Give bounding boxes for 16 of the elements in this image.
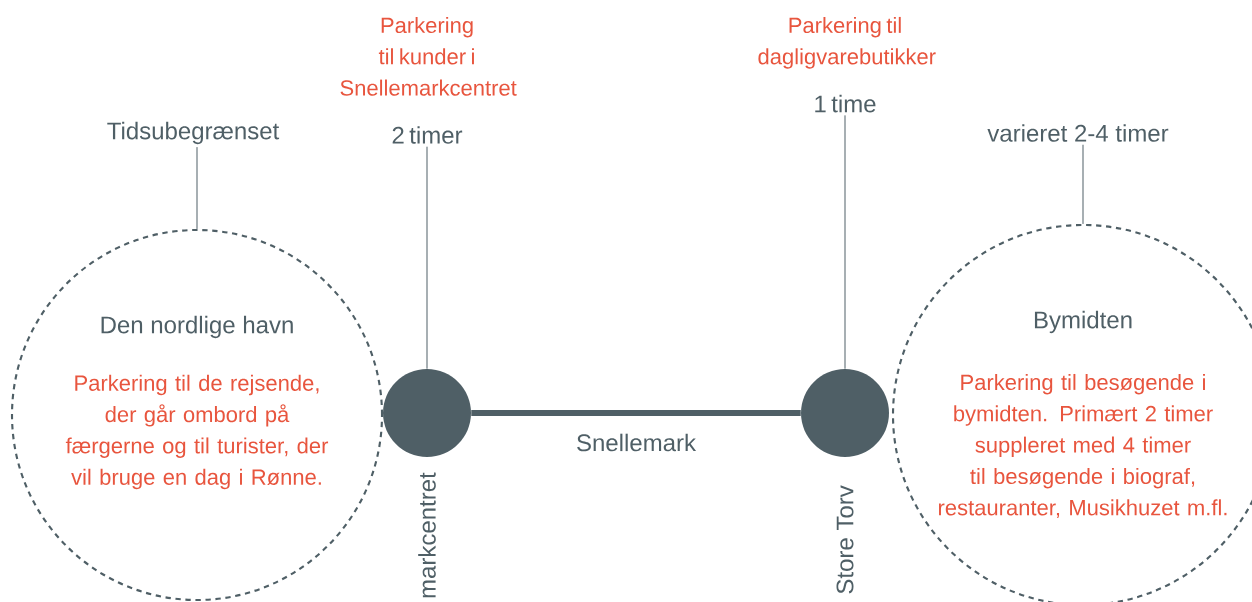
area-description: Parkering til de rejsende, der går ombord på færgerne og til turister, der vil bruge en dag i Rønne. [65, 374, 329, 490]
leader-line [196, 146, 198, 230]
leader-line [426, 146, 428, 370]
parking-label: Parkering til kunder i Snellemarkcentret 2 timer [340, 16, 517, 144]
leader-line [1082, 144, 1084, 225]
duration-label: Tidsubegrænset [107, 121, 280, 145]
edge-label: Snellemark [577, 433, 697, 452]
area-description: Parkering til besøgende i bymidten. Primært 2 timer suppleret med 4 timer til besøgende i biograf, restauranter, Musikhuzet m.fl. [938, 373, 1227, 519]
route-line [471, 410, 801, 416]
stop-name: Store Torv [836, 485, 854, 594]
area-heading: Den nordlige havn [101, 315, 293, 339]
area-heading: Bymidten [1034, 310, 1132, 334]
stop-name: markcentret [418, 472, 436, 598]
leader-line [844, 114, 846, 370]
duration-label: varieret 2-4 timer [987, 124, 1169, 142]
parking-label: Parkering til dagligvarebutikker 1 time [758, 16, 936, 113]
